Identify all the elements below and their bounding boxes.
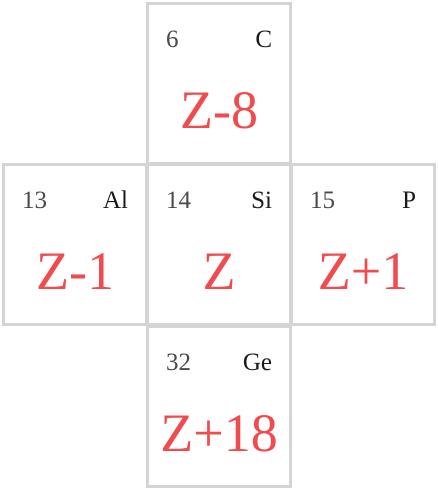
atomic-number: 15 — [310, 187, 335, 214]
element-cell-germanium: 32 Ge Z+18 — [146, 325, 292, 488]
element-cell-phosphorus: 15 P Z+1 — [290, 163, 436, 326]
atomic-number-relation: Z — [202, 241, 236, 301]
element-cell-aluminium: 13 Al Z-1 — [2, 163, 148, 326]
element-symbol: Ge — [242, 349, 272, 376]
element-cell-silicon: 14 Si Z — [146, 163, 292, 326]
atomic-number-relation: Z-1 — [36, 241, 114, 301]
atomic-number: 32 — [166, 349, 191, 376]
element-cell-carbon: 6 C Z-8 — [146, 2, 292, 165]
atomic-number: 13 — [22, 187, 47, 214]
atomic-number-relation: Z+18 — [160, 403, 278, 463]
element-symbol: Al — [103, 187, 128, 214]
element-symbol: C — [255, 26, 272, 53]
element-symbol: P — [402, 187, 416, 214]
atomic-number: 6 — [166, 26, 179, 53]
atomic-number: 14 — [166, 187, 191, 214]
atomic-number-relation: Z+1 — [317, 241, 409, 301]
element-symbol: Si — [251, 187, 272, 214]
atomic-number-relation: Z-8 — [180, 80, 258, 140]
